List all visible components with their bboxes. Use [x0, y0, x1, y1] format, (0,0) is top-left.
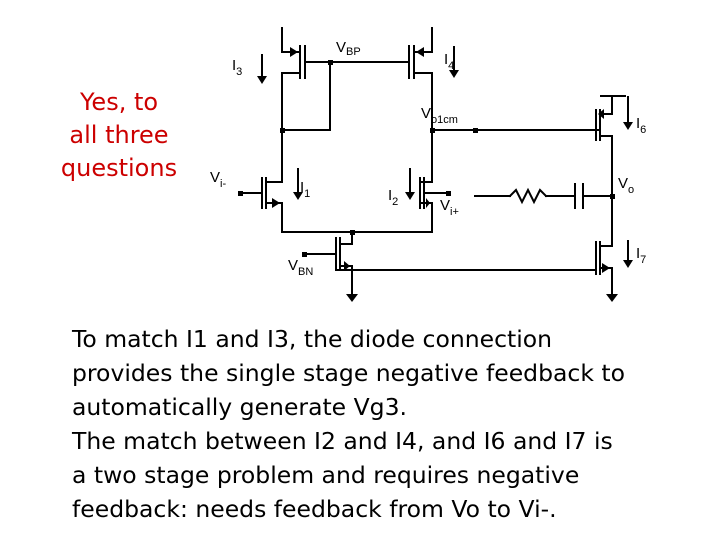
- label-vi-minus: Vi-: [210, 169, 226, 190]
- junction-dot: [446, 191, 451, 196]
- label-vo1cm: Vo1cm: [421, 105, 458, 126]
- m7-source-arrow: [602, 263, 610, 273]
- explanation-line: automatically generate Vg3.: [72, 393, 408, 421]
- tail-ground-arrow: [346, 294, 358, 302]
- m6-source-arrow: [598, 109, 604, 119]
- m7-ground-arrow: [606, 294, 618, 302]
- label-i7: I7: [636, 245, 646, 266]
- explanation-line: To match I1 and I3, the diode connection: [72, 325, 553, 353]
- junction-dot: [302, 252, 307, 257]
- label-vbn: VBN: [288, 257, 313, 278]
- junction-dot: [473, 128, 478, 133]
- explanation-line: The match between I2 and I4, and I6 and …: [72, 427, 613, 455]
- label-i3: I3: [232, 57, 242, 78]
- m2-source-arrow: [426, 198, 430, 208]
- junction-dot: [610, 194, 615, 199]
- resistor: [508, 187, 548, 205]
- label-vi-plus: Vi+: [440, 197, 459, 218]
- junction-dot: [238, 191, 243, 196]
- explanation-line: feedback: needs feedback from Vo to Vi-.: [72, 495, 557, 523]
- answer-text: Yes, to all three questions: [60, 88, 178, 182]
- label-i6: I6: [636, 115, 646, 136]
- m5-source-arrow: [344, 261, 350, 271]
- junction-dot: [430, 128, 435, 133]
- nmos-m1: [239, 129, 283, 233]
- junction-dot: [280, 128, 285, 133]
- label-vbp: VBP: [336, 39, 361, 58]
- nmos-m2: [419, 129, 449, 233]
- label-i4: I4: [444, 51, 454, 72]
- pmos-m4: [329, 27, 433, 131]
- m4-source-arrow: [416, 47, 424, 57]
- label-i1: I1: [300, 179, 310, 200]
- pmos-m3: [281, 27, 331, 131]
- junction-dot: [350, 230, 355, 235]
- m3-source-arrow: [290, 47, 298, 57]
- label-vo: Vo: [618, 175, 634, 196]
- label-i2: I2: [388, 187, 398, 208]
- explanation-text: To match I1 and I3, the diode connection…: [72, 322, 712, 526]
- explanation-line: a two stage problem and requires negativ…: [72, 461, 580, 489]
- explanation-line: provides the single stage negative feedb…: [72, 359, 626, 387]
- m1-source-arrow: [272, 198, 280, 208]
- junction-dot: [328, 60, 333, 65]
